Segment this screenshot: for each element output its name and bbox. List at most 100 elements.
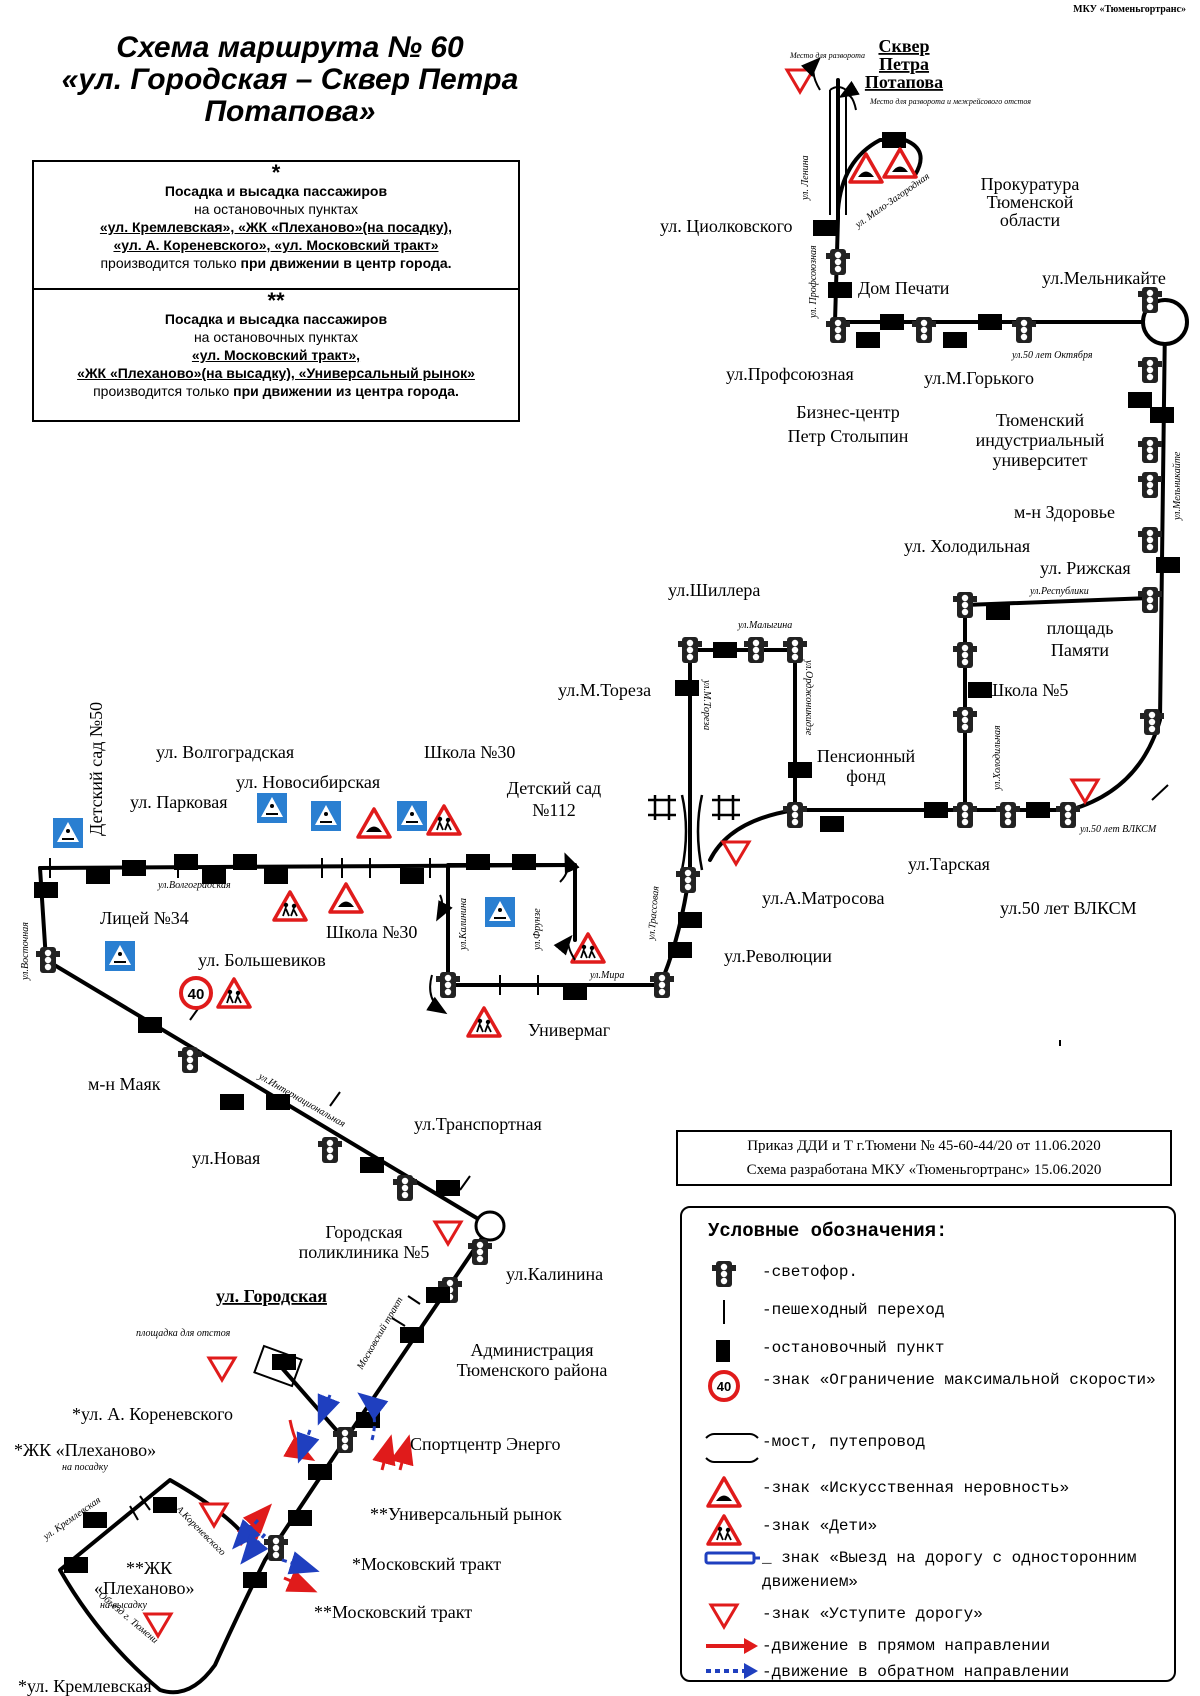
backward-arrow-icon — [706, 1663, 758, 1679]
svg-text:ул.Мельникайте: ул.Мельникайте — [1042, 268, 1166, 288]
svg-text:ул.М.Тореза: ул.М.Тореза — [701, 679, 712, 730]
org-header: МКУ «Тюменьгортранс» — [1073, 4, 1186, 15]
yield-icon — [709, 1603, 739, 1629]
svg-text:**ЖК: **ЖК — [126, 1558, 173, 1578]
legend-item-one-way: _ знак «Выезд на дорогу с односторонним … — [704, 1546, 1164, 1598]
svg-text:ул.Калинина: ул.Калинина — [506, 1264, 603, 1284]
svg-text:ул. Новосибирская: ул. Новосибирская — [236, 772, 380, 792]
svg-text:Прокуратура: Прокуратура — [981, 174, 1080, 194]
svg-text:**Универсальный рынок: **Универсальный рынок — [370, 1504, 562, 1524]
svg-text:ул. Профсоюзная: ул. Профсоюзная — [808, 245, 819, 319]
svg-text:Школа №30: Школа №30 — [424, 742, 515, 762]
svg-text:ул.Профсоюзная: ул.Профсоюзная — [726, 364, 854, 384]
svg-text:фонд: фонд — [846, 766, 885, 786]
svg-text:Городская: Городская — [325, 1222, 402, 1242]
svg-text:Спортцентр Энерго: Спортцентр Энерго — [410, 1434, 561, 1454]
svg-text:ул.Трассовая: ул.Трассовая — [646, 885, 662, 941]
svg-text:площадь: площадь — [1047, 618, 1114, 638]
svg-text:площадка для отстоя: площадка для отстоя — [136, 1328, 231, 1339]
svg-text:ул.50 лет Октября: ул.50 лет Октября — [1011, 350, 1093, 361]
backward-direction-arrows — [232, 1392, 389, 1575]
svg-text:ул.Волгоградская: ул.Волгоградская — [157, 880, 231, 891]
svg-text:40: 40 — [188, 986, 205, 1003]
svg-text:ул.Мельникайте: ул.Мельникайте — [1172, 451, 1183, 521]
svg-text:Школа №30: Школа №30 — [326, 922, 417, 942]
svg-text:*ул. Кремлевская: *ул. Кремлевская — [18, 1676, 152, 1696]
svg-text:ул.50 лет ВЛКСМ: ул.50 лет ВЛКСМ — [1000, 898, 1137, 918]
svg-text:области: области — [1000, 210, 1061, 230]
svg-text:Администрация: Администрация — [470, 1340, 593, 1360]
svg-text:ул.Мира: ул.Мира — [589, 970, 624, 981]
order-note: Приказ ДДИ и Т г.Тюмени № 45-60-44/20 от… — [676, 1130, 1172, 1186]
bridge-marks — [648, 794, 740, 871]
bridge-icon — [705, 1433, 759, 1463]
legend-title: Условные обозначения: — [708, 1220, 948, 1242]
svg-text:ул.М.Тореза: ул.М.Тореза — [558, 680, 651, 700]
svg-text:№112: №112 — [532, 800, 576, 820]
legend: Условные обозначения: -светофор. -пешехо… — [680, 1206, 1176, 1682]
svg-text:ул. Рижская: ул. Рижская — [1040, 558, 1131, 578]
svg-text:ул.Холодильная: ул.Холодильная — [992, 725, 1003, 791]
svg-text:ул.Восточная: ул.Восточная — [20, 922, 31, 981]
svg-text:Потапова: Потапова — [865, 72, 943, 92]
svg-text:40: 40 — [717, 1379, 731, 1394]
svg-text:ул. Холодильная: ул. Холодильная — [904, 536, 1030, 556]
svg-text:Петр Столыпин: Петр Столыпин — [788, 426, 909, 446]
svg-text:университет: университет — [993, 450, 1088, 470]
svg-text:ул.Тарская: ул.Тарская — [908, 854, 990, 874]
svg-text:ул. Большевиков: ул. Большевиков — [198, 950, 326, 970]
svg-text:поликлиника №5: поликлиника №5 — [299, 1242, 430, 1262]
bus-stop-icon — [716, 1340, 730, 1362]
svg-text:Детский сад №50: Детский сад №50 — [86, 702, 106, 836]
svg-text:Место для разворота: Место для разворота — [789, 51, 865, 60]
svg-text:Место для разворота и межрейсо: Место для разворота и межрейсового отсто… — [869, 97, 1031, 106]
svg-text:ул.Шиллера: ул.Шиллера — [668, 580, 760, 600]
svg-text:Лицей №34: Лицей №34 — [100, 908, 189, 928]
roundabout-transportnaya — [474, 1210, 506, 1242]
svg-text:на посадку: на посадку — [62, 1462, 108, 1473]
svg-text:ул.Новая: ул.Новая — [192, 1148, 260, 1168]
svg-text:ул.Орджоникидзе: ул.Орджоникидзе — [803, 659, 814, 736]
svg-text:*ЖК «Плеханово»: *ЖК «Плеханово» — [14, 1440, 156, 1460]
svg-text:Детский сад: Детский сад — [507, 778, 601, 798]
svg-text:ул.Транспортная: ул.Транспортная — [414, 1114, 542, 1134]
legend-item-speed-limit: 40 -знак «Ограничение максимальной скоро… — [704, 1368, 1164, 1420]
svg-text:Памяти: Памяти — [1051, 640, 1110, 660]
forward-arrow-icon — [706, 1638, 758, 1654]
svg-text:Тюменской: Тюменской — [987, 192, 1074, 212]
svg-text:м-н Здоровье: м-н Здоровье — [1014, 502, 1115, 522]
one-way-icon — [704, 1551, 760, 1565]
svg-text:ул. Городская: ул. Городская — [216, 1286, 327, 1306]
svg-text:Школа №5: Школа №5 — [986, 680, 1068, 700]
speed-limit-icon: 40 — [708, 1370, 740, 1402]
svg-text:*ул. А. Кореневского: *ул. А. Кореневского — [72, 1404, 233, 1424]
stop-labels: Сквер Петра Потапова ул. Циолковского Пр… — [14, 36, 1166, 1696]
svg-text:ул.Республики: ул.Республики — [1029, 586, 1089, 597]
traffic-light-icon — [712, 1261, 736, 1287]
parking-area — [253, 1344, 303, 1388]
svg-text:ул.М.Горького: ул.М.Горького — [924, 368, 1034, 388]
svg-text:ул. Волгоградская: ул. Волгоградская — [156, 742, 294, 762]
svg-text:Петра: Петра — [879, 54, 929, 74]
svg-text:ул.Революции: ул.Революции — [724, 946, 832, 966]
skver-label-1: Сквер — [878, 36, 929, 56]
svg-text:Дом Печати: Дом Печати — [858, 278, 950, 298]
svg-text:ул. Парковая: ул. Парковая — [130, 792, 228, 812]
svg-text:Пенсионный: Пенсионный — [817, 746, 916, 766]
svg-text:ул. Ленина: ул. Ленина — [800, 155, 811, 201]
svg-text:**Московский тракт: **Московский тракт — [314, 1602, 472, 1622]
svg-text:*Московский тракт: *Московский тракт — [352, 1554, 501, 1574]
speed-bump-signs — [328, 147, 918, 914]
speed-limit-sign: 40 — [179, 976, 213, 1010]
svg-text:индустриальный: индустриальный — [976, 430, 1105, 450]
children-icon — [706, 1514, 742, 1546]
svg-text:ул.Фрунзе: ул.Фрунзе — [532, 908, 543, 951]
svg-text:ул. Циолковского: ул. Циолковского — [660, 216, 793, 236]
svg-text:Универмаг: Универмаг — [528, 1020, 610, 1040]
speed-bump-icon — [706, 1476, 742, 1508]
svg-text:«Плеханово»: «Плеханово» — [94, 1578, 195, 1598]
page-title: Схема маршрута № 60 «ул. Городская – Скв… — [61, 31, 519, 128]
svg-text:на высадку: на высадку — [100, 1600, 147, 1611]
